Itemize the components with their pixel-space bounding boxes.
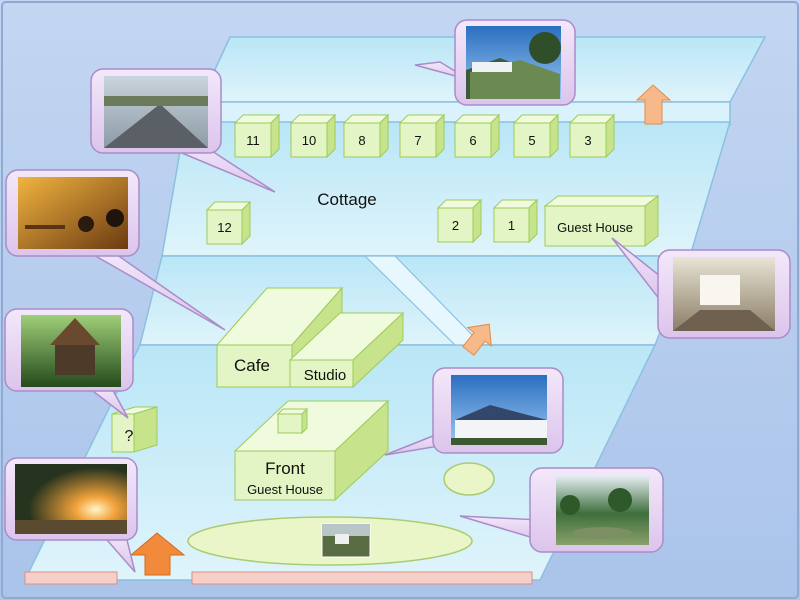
callout-sunset-trees[interactable]: [4, 457, 138, 573]
cottage-unit-label: 2: [452, 218, 459, 233]
cottage-unit-label: 12: [217, 220, 231, 235]
studio-label: Studio: [304, 367, 347, 384]
entrance-path-left: [24, 571, 118, 585]
guest-house-label: Guest House: [557, 220, 633, 235]
unit-front: [454, 122, 492, 158]
cottage-unit-1[interactable]: 1: [492, 198, 539, 244]
cottage-unit-6[interactable]: 6: [453, 113, 501, 159]
garden-photo: [556, 475, 649, 545]
callout-cottage-path[interactable]: [90, 68, 276, 193]
unit-front: [493, 207, 530, 243]
guest-house-box[interactable]: Guest House: [543, 194, 660, 248]
cottage-unit-10[interactable]: 10: [289, 113, 337, 159]
callout-rooftops[interactable]: [414, 19, 576, 106]
callout-garden[interactable]: [459, 467, 664, 553]
cottage-label: Cottage: [317, 190, 377, 209]
cottage-unit-2[interactable]: 2: [436, 198, 483, 244]
unit-front: [399, 122, 437, 158]
front-guest-house[interactable]: Front Guest House: [233, 399, 390, 502]
callout-guest-room[interactable]: [611, 237, 791, 339]
building-photo: [451, 375, 547, 445]
callout-wooden-hut[interactable]: [4, 308, 134, 419]
unknown-building[interactable]: ?: [111, 406, 158, 453]
unit-front: [513, 122, 551, 158]
unit-side: [326, 113, 336, 159]
sunset-photo: [15, 464, 127, 534]
front-label: Front: [265, 459, 305, 478]
unit-front: [206, 209, 243, 245]
callout-front-house[interactable]: [384, 367, 564, 456]
unit-front: [234, 122, 272, 158]
cottage-unit-7[interactable]: 7: [398, 113, 446, 159]
unit-side: [379, 113, 389, 159]
cottage-unit-3[interactable]: 3: [568, 113, 616, 159]
hut-photo: [21, 315, 121, 387]
callout-cafe-interior[interactable]: [5, 169, 226, 331]
cottage-unit-12[interactable]: 12: [205, 200, 252, 246]
unit-front: [569, 122, 607, 158]
studio-building[interactable]: Studio: [288, 311, 405, 389]
lawn-photo-thumb[interactable]: [321, 523, 371, 558]
cottage-unit-8[interactable]: 8: [342, 113, 390, 159]
unknown-label: ?: [125, 428, 134, 445]
unit-front: [290, 122, 328, 158]
unit-side: [605, 113, 615, 159]
cottage-unit-label: 7: [414, 133, 421, 148]
cottage-unit-label: 6: [469, 133, 476, 148]
up-arrow-middle: [462, 323, 492, 357]
entrance-arrow: [129, 532, 186, 576]
cottage-unit-label: 1: [508, 218, 515, 233]
up-arrow-top: [635, 84, 672, 125]
unit-front: [437, 207, 474, 243]
front-guest-house-annex: [277, 413, 303, 434]
rooftop-photo: [466, 26, 561, 99]
unit-side: [490, 113, 500, 159]
unit-side: [472, 198, 482, 244]
cottage-unit-5[interactable]: 5: [512, 113, 560, 159]
unit-side: [549, 113, 559, 159]
cottage-unit-label: 11: [246, 133, 260, 148]
unit-side: [270, 113, 280, 159]
unit-side: [241, 200, 251, 246]
cottage-unit-11[interactable]: 11: [233, 113, 281, 159]
room-photo: [673, 257, 775, 331]
unit-side: [435, 113, 445, 159]
cottage-unit-label: 5: [528, 133, 535, 148]
unit-front: [343, 122, 381, 158]
unit-side: [528, 198, 538, 244]
path-photo: [104, 76, 208, 148]
cottage-top-row: 11 10 8 7 6 5 3: [233, 113, 616, 159]
cafe-label: Cafe: [234, 356, 270, 375]
cottage-lower-units: 12 2 1: [205, 198, 539, 246]
pond-ellipse: [443, 462, 495, 496]
interior-photo: [18, 177, 128, 249]
cottage-unit-label: 8: [358, 133, 365, 148]
cottage-unit-label: 10: [302, 133, 316, 148]
entrance-path-right: [191, 571, 533, 585]
cottage-unit-label: 3: [584, 133, 591, 148]
front-sublabel: Guest House: [247, 482, 323, 497]
